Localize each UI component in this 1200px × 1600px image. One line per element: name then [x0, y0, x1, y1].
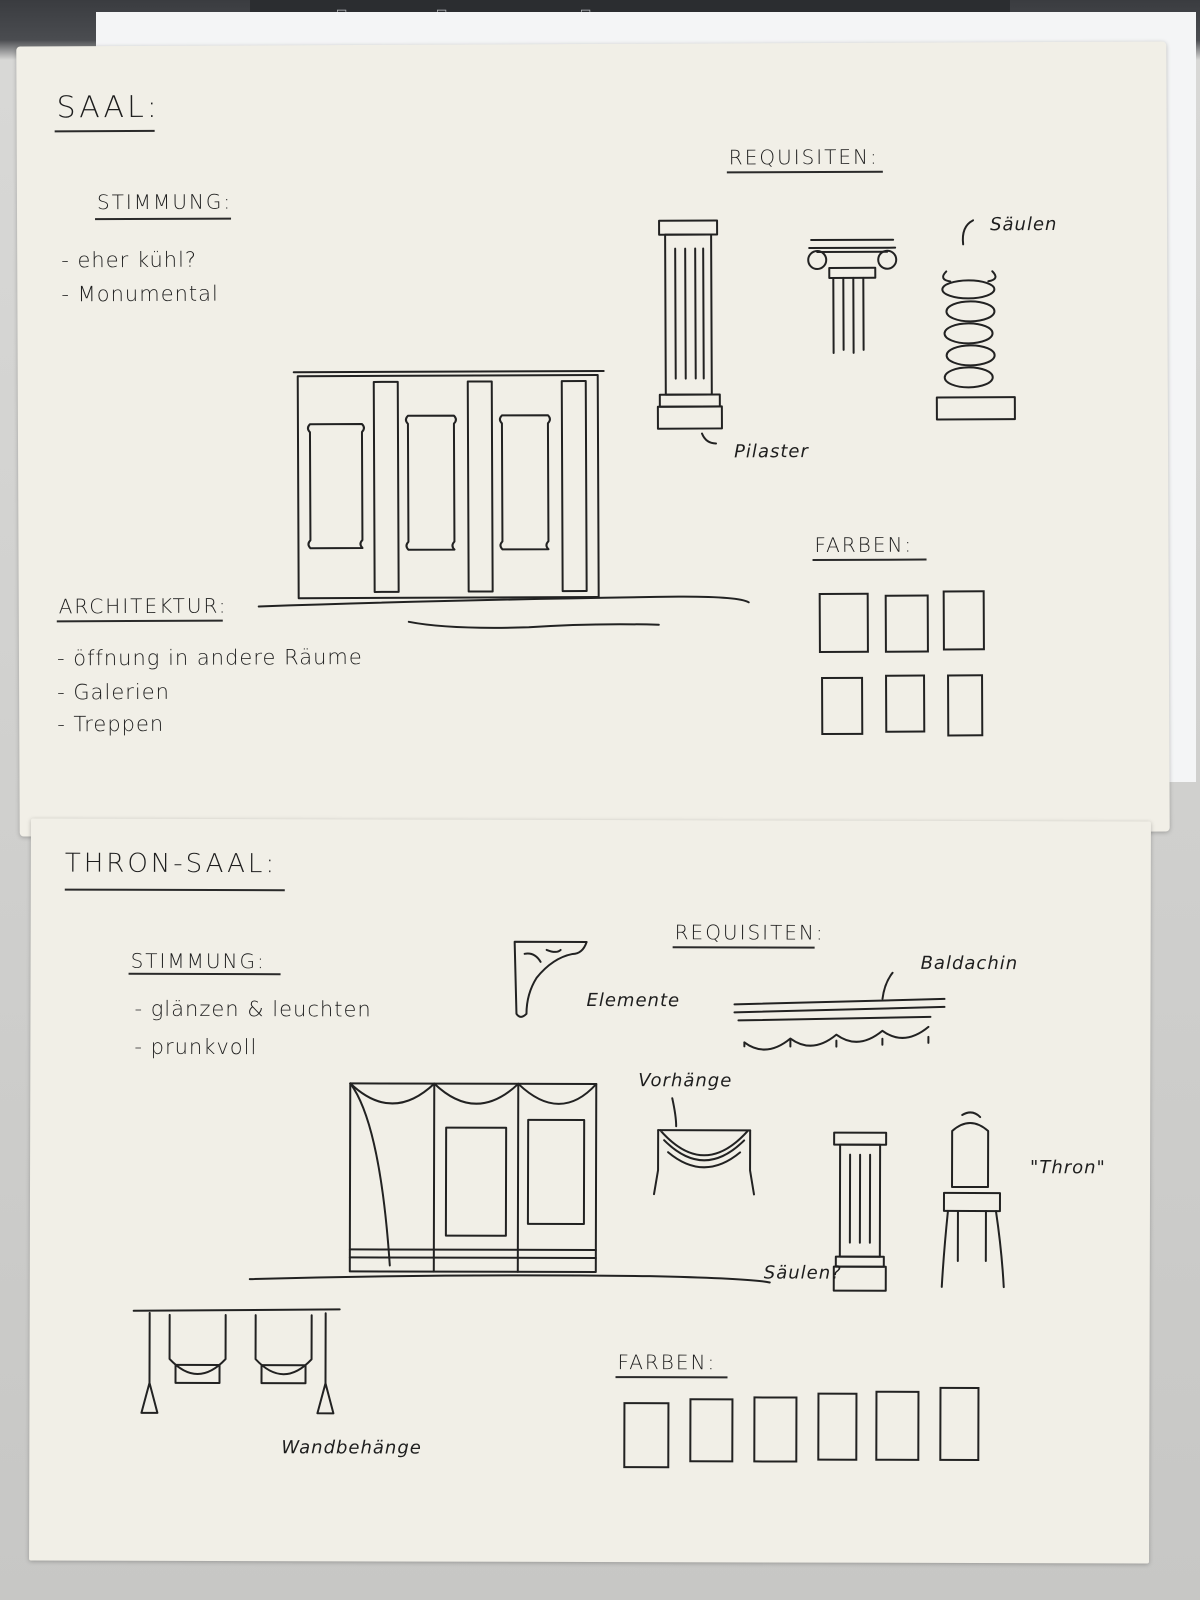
- heading-underline: [95, 217, 232, 221]
- throne-column-sketch: [832, 1131, 888, 1292]
- sketchbook-page-top: SAAL: STIMMUNG: - eher kühl? - Monumenta…: [16, 41, 1170, 837]
- color-swatch: [623, 1402, 670, 1469]
- color-swatch: [947, 674, 984, 737]
- key-icon: ▭: [580, 4, 592, 18]
- stimmung-heading: STIMMUNG:: [130, 948, 266, 974]
- color-swatch: [817, 1392, 858, 1461]
- heading-underline: [615, 1376, 728, 1379]
- throne-chair-sketch: [940, 1111, 1005, 1289]
- pointer-line: [961, 219, 975, 246]
- color-swatch: [875, 1390, 920, 1461]
- stimmung-item: - eher kühl?: [61, 247, 198, 273]
- color-swatch: [753, 1396, 798, 1463]
- color-swatch: [818, 592, 869, 654]
- spiral-column-sketch: [935, 270, 1016, 421]
- color-swatch: [884, 594, 929, 653]
- wandbehaenge-label: Wandbehänge: [281, 1437, 422, 1459]
- architektur-heading: ARCHITEKTUR:: [58, 593, 228, 619]
- heading-underline: [56, 619, 223, 623]
- key-icon: ▭: [336, 4, 348, 18]
- ornament-bracket-sketch: [513, 940, 588, 1018]
- elemente-label: Elemente: [586, 989, 681, 1012]
- saeulen-label: Säulen?: [763, 1262, 842, 1284]
- heading-underline: [812, 558, 927, 562]
- ionic-column-sketch: [807, 238, 898, 354]
- color-swatch: [885, 674, 926, 733]
- pilaster-sketch: [656, 219, 723, 445]
- color-swatch: [939, 1386, 980, 1462]
- stimmung-item: - glänzen & leuchten: [134, 996, 372, 1022]
- page-title: SAAL:: [56, 89, 160, 126]
- stimmung-heading: STIMMUNG:: [96, 189, 233, 215]
- architektur-item: - Treppen: [57, 711, 165, 737]
- color-swatch: [821, 676, 864, 736]
- curtain-swag-sketch: [652, 1097, 755, 1196]
- thron-label: "Thron": [1030, 1157, 1106, 1179]
- key-icon: ▭: [436, 4, 448, 18]
- wall-panel-sketch: [257, 369, 750, 629]
- stimmung-item: - prunkvoll: [134, 1034, 258, 1060]
- stimmung-item: - Monumental: [61, 281, 219, 307]
- farben-heading: FARBEN:: [617, 1350, 717, 1375]
- requisiten-heading: REQUISITEN:: [728, 144, 879, 170]
- architektur-item: - Galerien: [57, 679, 171, 705]
- title-underline: [64, 888, 285, 892]
- heading-underline: [672, 946, 815, 949]
- heading-underline: [726, 170, 883, 174]
- sketchbook-page-bottom: THRON-SAAL: STIMMUNG: - glänzen & leucht…: [29, 818, 1151, 1564]
- columns-label: Säulen: [990, 213, 1058, 236]
- requisiten-heading: REQUISITEN:: [674, 920, 825, 945]
- color-swatch: [689, 1398, 734, 1463]
- title-underline: [54, 129, 155, 133]
- heading-underline: [128, 972, 281, 976]
- wall-hanging-sketch: [132, 1308, 341, 1415]
- page-title: THRON-SAAL:: [64, 848, 278, 880]
- color-swatch: [942, 590, 985, 651]
- architektur-item: - öffnung in andere Räume: [56, 645, 363, 671]
- baldachin-sketch: [733, 971, 946, 1051]
- farben-heading: FARBEN:: [814, 532, 914, 558]
- throne-wall-sketch: [248, 1082, 771, 1284]
